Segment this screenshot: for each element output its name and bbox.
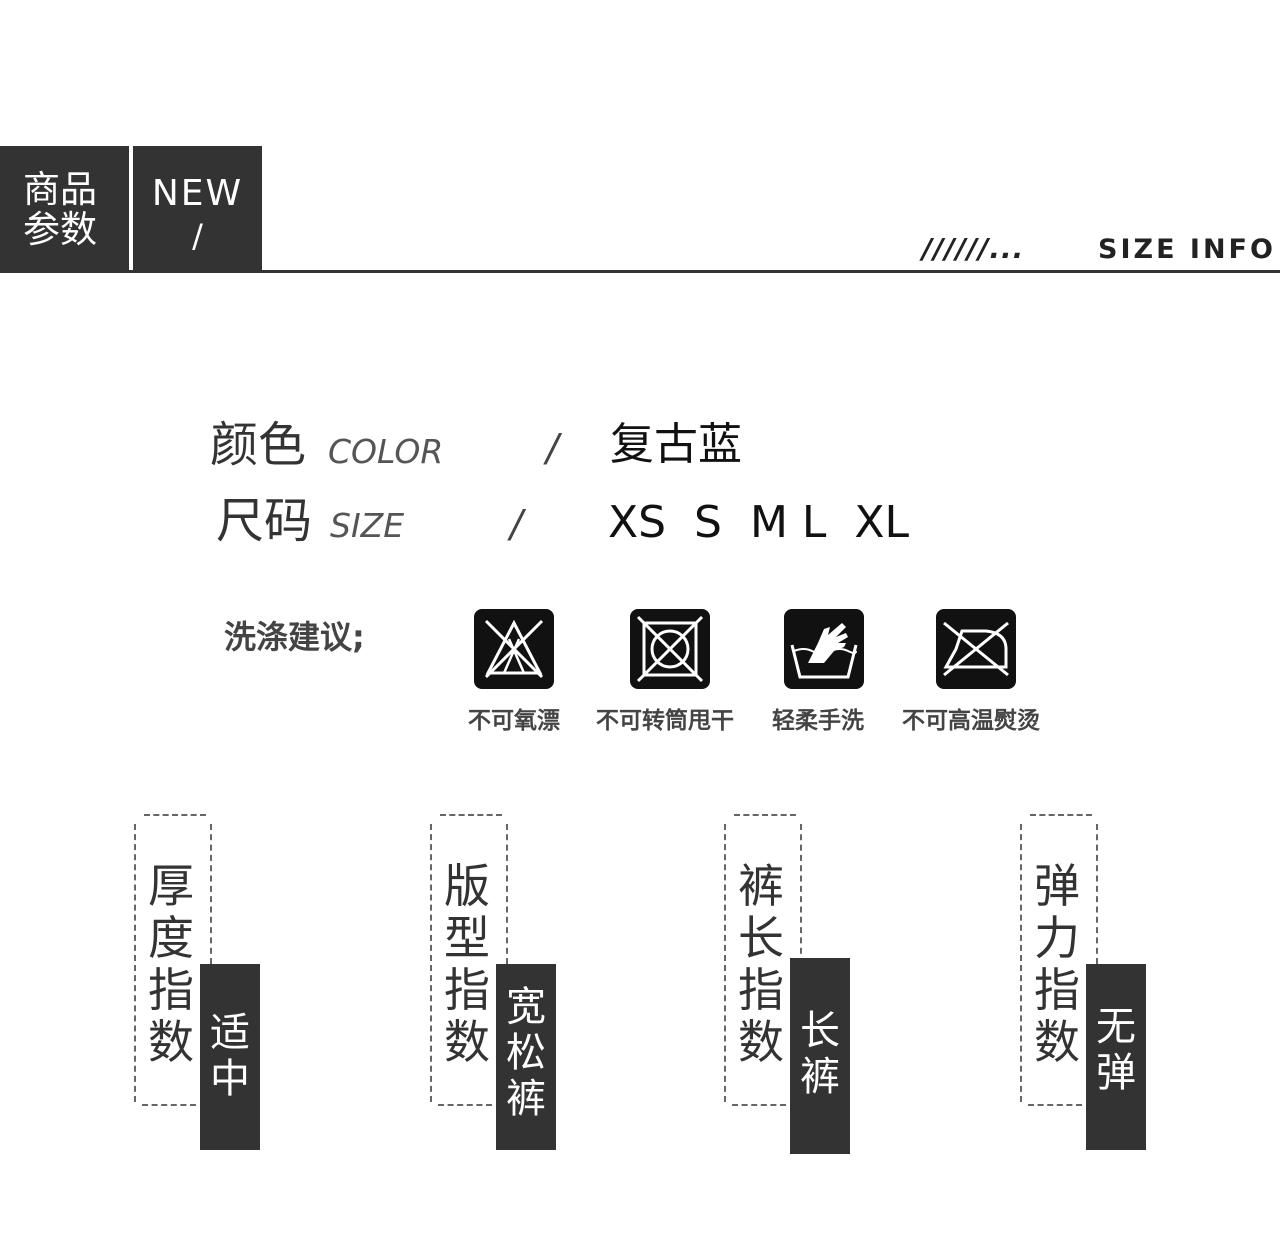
new-slash: /	[192, 217, 203, 255]
fit-index-value: 宽松裤	[506, 984, 546, 1122]
card-top-border	[144, 814, 206, 816]
hand-wash-icon	[784, 609, 864, 689]
card-top-border	[1030, 814, 1092, 816]
stretch-index-value: 无弹	[1096, 1004, 1136, 1096]
color-label-en: COLOR	[328, 432, 444, 471]
card-left-border	[1020, 824, 1022, 1102]
no-iron-icon	[936, 609, 1016, 689]
length-index-label: 裤长指数	[738, 859, 784, 1069]
card-right-border	[800, 824, 802, 964]
color-label-cn: 颜色	[210, 417, 307, 473]
card-top-border	[440, 814, 502, 816]
section-title-box: 商品参数	[0, 146, 129, 272]
card-bottom-border	[1028, 1104, 1082, 1106]
size-value: XS S M L XL	[608, 497, 910, 548]
no-bleach-icon	[474, 609, 554, 689]
card-top-border	[734, 814, 796, 816]
size-info-title: SIZE INFO	[1098, 234, 1276, 265]
size-separator: /	[510, 502, 523, 546]
fit-index-label: 版型指数	[444, 859, 490, 1069]
size-label-en: SIZE	[330, 506, 405, 545]
no-bleach-label: 不可氧漂	[468, 708, 560, 734]
color-separator: /	[546, 426, 559, 470]
fit-index-card: 版型指数 宽松裤	[430, 812, 560, 1157]
new-badge: NEW /	[133, 146, 262, 272]
thickness-index-card: 厚度指数 适中	[134, 812, 264, 1157]
length-index-value: 长裤	[800, 1008, 840, 1100]
stretch-index-label: 弹力指数	[1034, 859, 1080, 1069]
length-index-value-box: 长裤	[790, 958, 850, 1154]
new-label: NEW	[151, 173, 244, 214]
stretch-index-card: 弹力指数 无弹	[1020, 812, 1150, 1157]
fit-index-value-box: 宽松裤	[496, 964, 556, 1150]
header-divider	[0, 270, 1280, 273]
section-title: 商品参数	[23, 168, 97, 251]
card-right-border	[210, 824, 212, 964]
washing-title: 洗涤建议;	[224, 618, 365, 656]
thickness-index-value-box: 适中	[200, 964, 260, 1150]
card-left-border	[430, 824, 432, 1102]
header-dots: //////...	[922, 232, 1025, 265]
card-right-border	[1096, 824, 1098, 964]
stretch-index-value-box: 无弹	[1086, 964, 1146, 1150]
card-bottom-border	[142, 1104, 196, 1106]
card-left-border	[724, 824, 726, 1102]
card-bottom-border	[438, 1104, 492, 1106]
thickness-index-label: 厚度指数	[148, 859, 194, 1069]
no-tumble-dry-icon	[630, 609, 710, 689]
length-index-card: 裤长指数 长裤	[724, 812, 854, 1157]
color-value: 复古蓝	[610, 419, 742, 470]
no-iron-label: 不可高温熨烫	[902, 708, 1040, 734]
card-left-border	[134, 824, 136, 1102]
thickness-index-value: 适中	[210, 1010, 250, 1102]
size-label-cn: 尺码	[216, 493, 313, 549]
card-right-border	[506, 824, 508, 964]
hand-wash-label: 轻柔手洗	[772, 708, 864, 734]
card-bottom-border	[732, 1104, 786, 1106]
no-tumble-dry-label: 不可转筒甩干	[596, 708, 734, 734]
